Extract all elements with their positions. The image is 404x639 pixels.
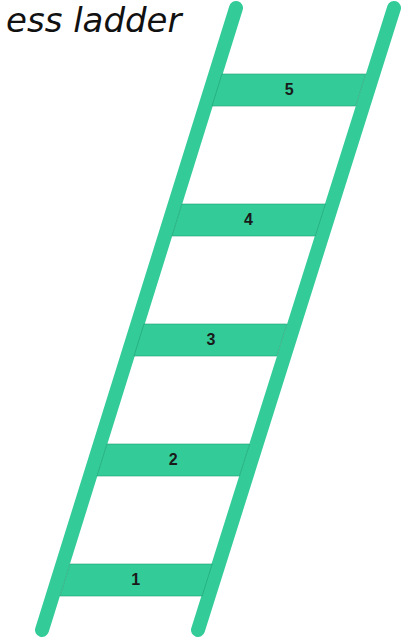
ladder-rung: 4 [172, 204, 325, 236]
ladder-rung: 1 [60, 564, 212, 596]
ladder-rung: 3 [134, 324, 287, 356]
rung-number: 3 [134, 324, 287, 349]
title: ess ladder [4, 0, 184, 40]
ladder-rung: 2 [97, 444, 250, 476]
rung-number: 4 [172, 204, 325, 229]
rung-number: 5 [212, 74, 366, 99]
left-rail [42, 8, 236, 630]
rung-number: 2 [97, 444, 250, 469]
rung-number: 1 [60, 564, 212, 589]
ladder-rung: 5 [212, 74, 366, 106]
right-rail [198, 8, 394, 630]
